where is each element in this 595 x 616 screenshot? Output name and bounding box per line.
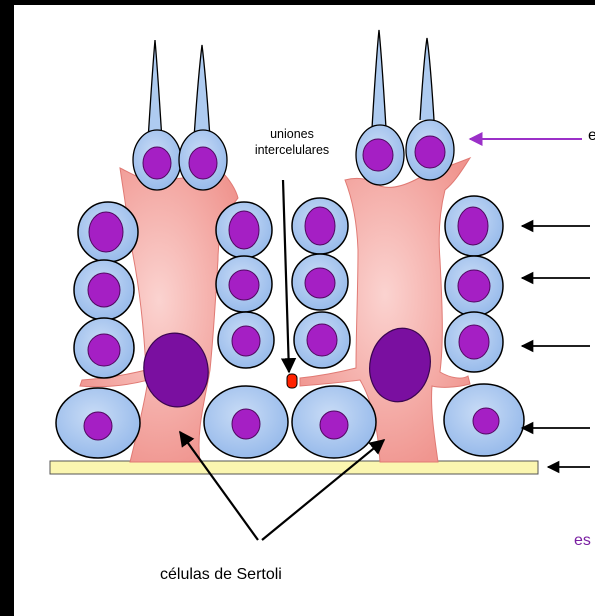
sertoli-label: células de Sertoli	[160, 566, 282, 584]
right-top-partial-label: e	[588, 127, 595, 145]
junction-arrow	[283, 180, 289, 372]
right-bottom-partial-label: es	[574, 532, 591, 550]
germ-cells	[56, 196, 524, 458]
spermatids-right	[356, 30, 454, 185]
intercellular-junction	[287, 374, 297, 388]
junctions-label-line2: intercelulares	[236, 142, 348, 158]
junctions-label: uniones intercelulares	[236, 126, 348, 158]
junctions-label-line1: uniones	[236, 126, 348, 142]
spermatids-left	[133, 40, 227, 190]
basement-membrane	[50, 461, 538, 474]
